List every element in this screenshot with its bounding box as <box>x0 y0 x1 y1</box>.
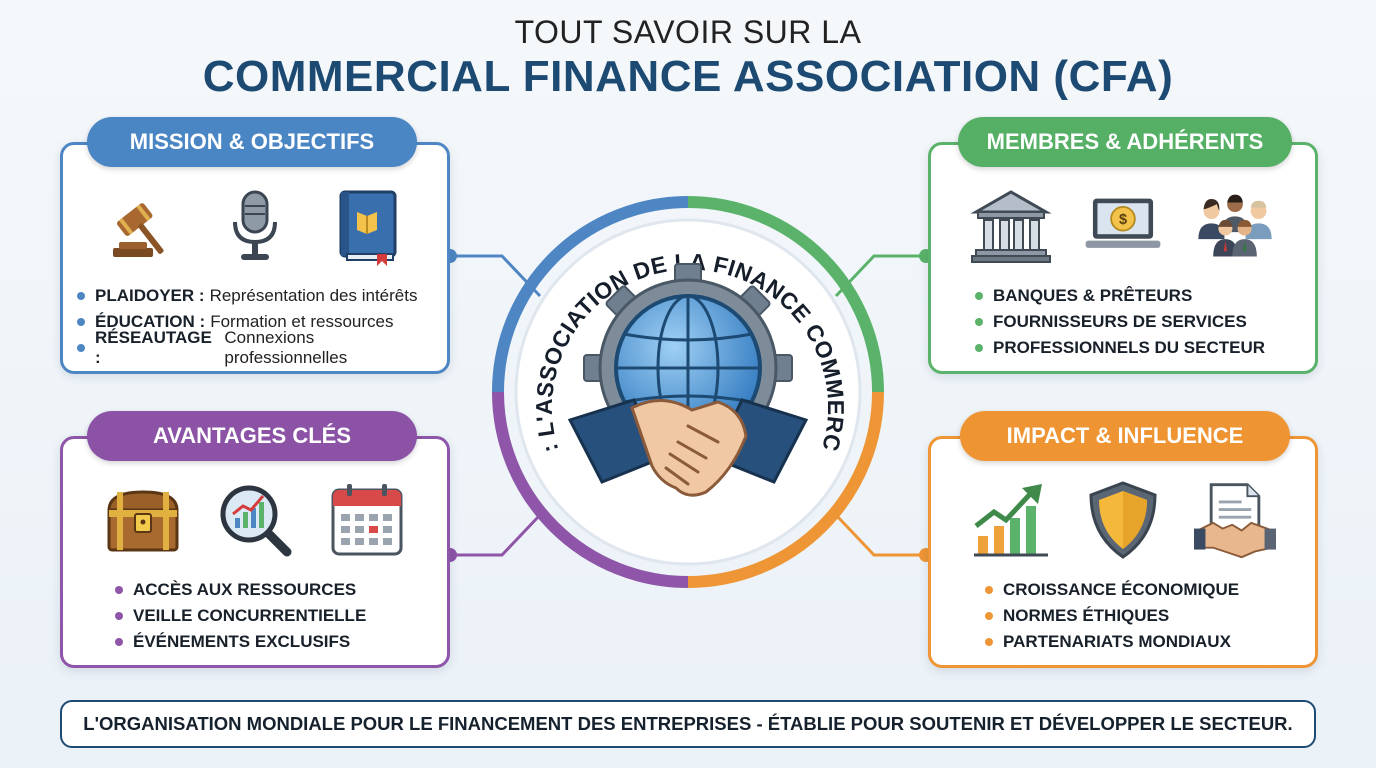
list-item: RÉSEAUTAGE :Connexions professionnelles <box>77 328 437 367</box>
mission-panel: PLAIDOYER :Représentation des intérêts É… <box>60 142 450 374</box>
list-item: BANQUES & PRÊTEURS <box>975 283 1305 309</box>
membres-panel: $ BANQUES & PRÊTEURS FOURNISSEURS DE SER… <box>928 142 1318 374</box>
footer-banner: L'ORGANISATION MONDIALE POUR LE FINANCEM… <box>60 700 1316 748</box>
center-emblem: CFA : L'ASSOCIATION DE LA FINANCE COMMER… <box>492 196 884 588</box>
list-item: ÉDUCATION :Formation et ressources <box>77 309 437 335</box>
avantages-header: AVANTAGES CLÉS <box>87 411 417 461</box>
list-item: VEILLE CONCURRENTIELLE <box>115 603 437 629</box>
list-item: PLAIDOYER :Représentation des intérêts <box>77 283 437 309</box>
list-item: CROISSANCE ÉCONOMIQUE <box>985 577 1305 603</box>
impact-panel: CROISSANCE ÉCONOMIQUE NORMES ÉTHIQUES PA… <box>928 436 1318 668</box>
laptop-dollar-icon: $ <box>1082 185 1164 267</box>
people-group-icon <box>1194 185 1276 267</box>
microphone-icon <box>214 185 296 267</box>
bank-icon <box>970 185 1052 267</box>
list-item: PARTENARIATS MONDIAUX <box>985 629 1305 655</box>
svg-text:$: $ <box>1119 212 1127 228</box>
page-title: COMMERCIAL FINANCE ASSOCIATION (CFA) <box>202 52 1174 101</box>
mission-header: MISSION & OBJECTIFS <box>87 117 417 167</box>
page-subtitle: TOUT SAVOIR SUR LA <box>514 14 862 50</box>
book-icon <box>326 185 408 267</box>
growth-chart-icon <box>970 479 1052 561</box>
list-item: ÉVÉNEMENTS EXCLUSIFS <box>115 629 437 655</box>
document-handshake-icon <box>1194 479 1276 561</box>
list-item: NORMES ÉTHIQUES <box>985 603 1305 629</box>
calendar-icon <box>326 479 408 561</box>
shield-icon <box>1082 479 1164 561</box>
list-item: FOURNISSEURS DE SERVICES <box>975 309 1305 335</box>
avantages-panel: ACCÈS AUX RESSOURCES VEILLE CONCURRENTIE… <box>60 436 450 668</box>
gavel-icon <box>102 185 184 267</box>
list-item: ACCÈS AUX RESSOURCES <box>115 577 437 603</box>
magnifier-chart-icon <box>214 479 296 561</box>
list-item: PROFESSIONNELS DU SECTEUR <box>975 335 1305 361</box>
membres-header: MEMBRES & ADHÉRENTS <box>958 117 1292 167</box>
gear-globe-handshake-icon <box>567 263 809 497</box>
impact-header: IMPACT & INFLUENCE <box>960 411 1290 461</box>
treasure-chest-icon <box>102 479 184 561</box>
